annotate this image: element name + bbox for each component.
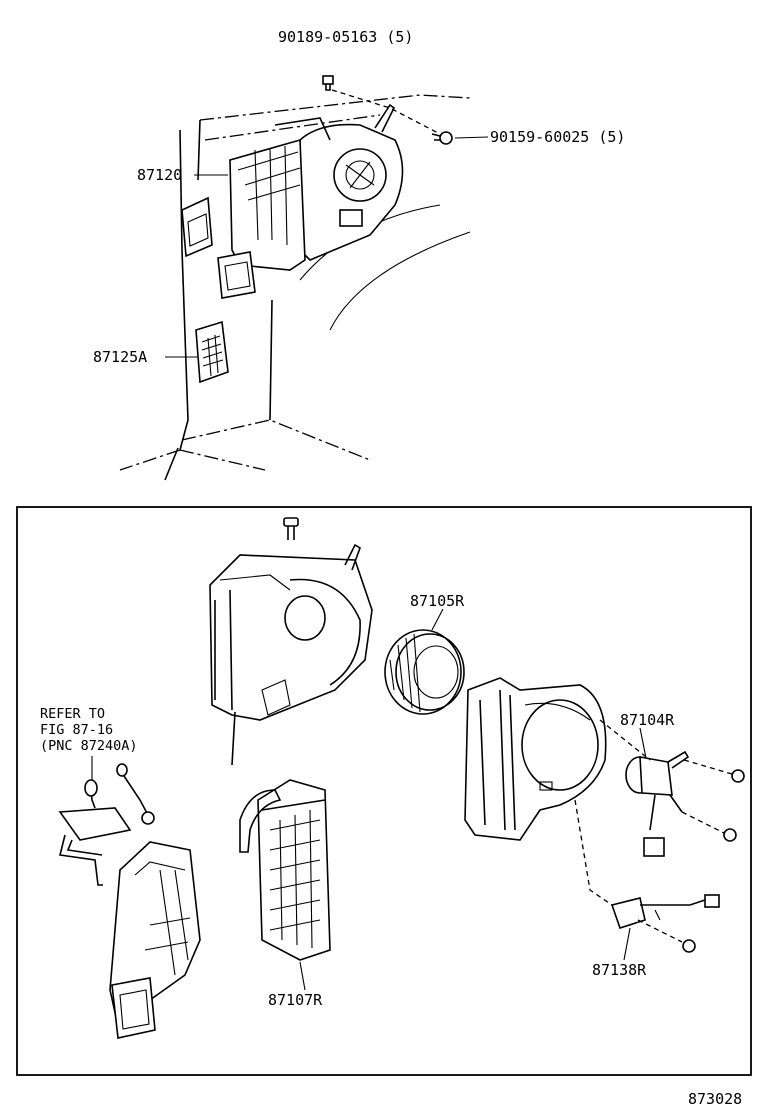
label-register: 87125A (93, 348, 147, 366)
label-bolt-part: 90189-05163 (5) (278, 28, 413, 46)
label-fan: 87105R (410, 592, 465, 610)
label-refer-line1: REFER TO (40, 706, 105, 722)
screw-icon (431, 131, 453, 145)
air-duct-icon (109, 841, 201, 1039)
label-heater-core: 87107R (268, 991, 323, 1009)
resistor-icon (610, 894, 720, 929)
water-valve-icon (58, 763, 155, 886)
label-screw-part: 90159-60025 (5) (490, 128, 625, 146)
heater-core-icon (239, 779, 331, 961)
exploded-view (58, 517, 745, 1039)
label-refer-line3: (PNC 87240A) (40, 738, 138, 754)
label-resistor: 87138R (592, 961, 647, 979)
vehicle-overview (119, 75, 489, 481)
bolt-icon (322, 75, 334, 91)
detail-frame (16, 506, 752, 1076)
label-unit-assy: 87120 (137, 166, 182, 184)
label-motor: 87104R (620, 711, 675, 729)
label-figure-number: 873028 (688, 1090, 742, 1108)
blower-motor-icon (625, 750, 690, 857)
blower-fan-icon (384, 629, 465, 715)
bolt-icon (283, 517, 299, 540)
label-refer-line2: FIG 87-16 (40, 722, 113, 738)
